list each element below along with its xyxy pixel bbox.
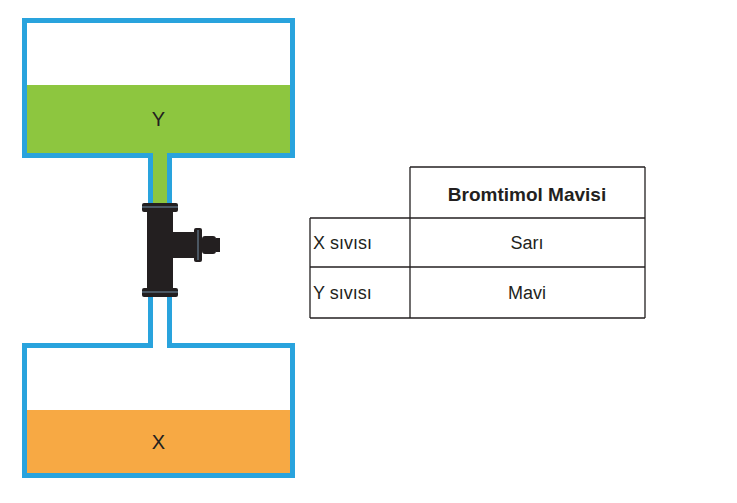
tank-bottom: X [22,343,295,478]
liquid-label: Y [152,108,165,131]
pipe-inside [153,296,167,348]
valve-highlight [142,207,198,292]
valve [142,203,220,297]
table-cell: Mavi [508,283,546,304]
table-header: Bromtimol Mavisi [448,184,606,206]
table-row-label: X sıvısı [313,233,372,254]
table-row-label: Y sıvısı [313,283,372,304]
tank-top: Y [22,18,295,158]
liquid-label: X [152,430,165,453]
table-cell: Sarı [510,233,543,254]
pipe-liquid [153,150,167,208]
